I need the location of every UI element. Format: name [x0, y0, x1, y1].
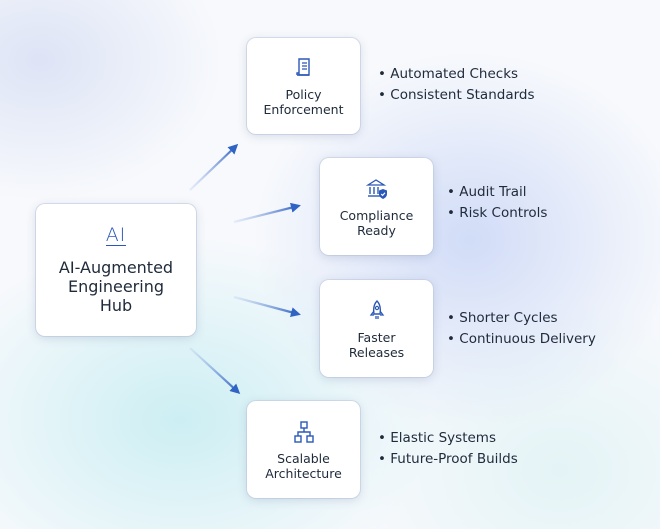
bullet-item: Audit Trail: [447, 182, 547, 203]
node-policy-enforcement: Policy Enforcement: [247, 38, 360, 134]
bullet-item: Automated Checks: [378, 64, 535, 85]
bullet-item: Shorter Cycles: [447, 308, 596, 329]
node-scalable-architecture: Scalable Architecture: [247, 401, 360, 498]
bullets-faster: Shorter Cycles Continuous Delivery: [447, 308, 596, 350]
arrow-to-scalable: [189, 347, 241, 395]
arrow-to-compliance: [233, 202, 301, 224]
bullet-item: Continuous Delivery: [447, 329, 596, 350]
bullets-compliance: Audit Trail Risk Controls: [447, 182, 547, 224]
node-label: Scalable Architecture: [265, 450, 342, 481]
node-faster-releases: Faster Releases: [320, 280, 433, 377]
arrow-to-faster: [233, 295, 301, 318]
bullets-scalable: Elastic Systems Future-Proof Builds: [378, 428, 518, 470]
bullet-item: Elastic Systems: [378, 428, 518, 449]
document-icon: [295, 58, 310, 76]
node-label: Compliance Ready: [339, 207, 414, 238]
bullet-item: Consistent Standards: [378, 85, 534, 106]
node-label: Faster Releases: [348, 329, 405, 360]
bullet-item: Risk Controls: [447, 203, 547, 224]
node-compliance-ready: Compliance Ready: [320, 158, 433, 255]
node-label: Policy Enforcement: [263, 87, 344, 117]
hub-label: AI-Augmented Engineering Hub: [58, 258, 174, 315]
bullet-item: Future-Proof Builds: [378, 449, 518, 470]
hub-card: AI AI-Augmented Engineering Hub: [36, 204, 196, 336]
bullets-policy: Automated Checks Consistent Standards: [378, 64, 535, 106]
hierarchy-icon: [293, 420, 314, 443]
bank-shield-icon: [365, 178, 387, 199]
rocket-icon: [369, 299, 384, 319]
ai-icon: AI: [105, 224, 127, 246]
arrow-to-policy: [189, 143, 239, 191]
